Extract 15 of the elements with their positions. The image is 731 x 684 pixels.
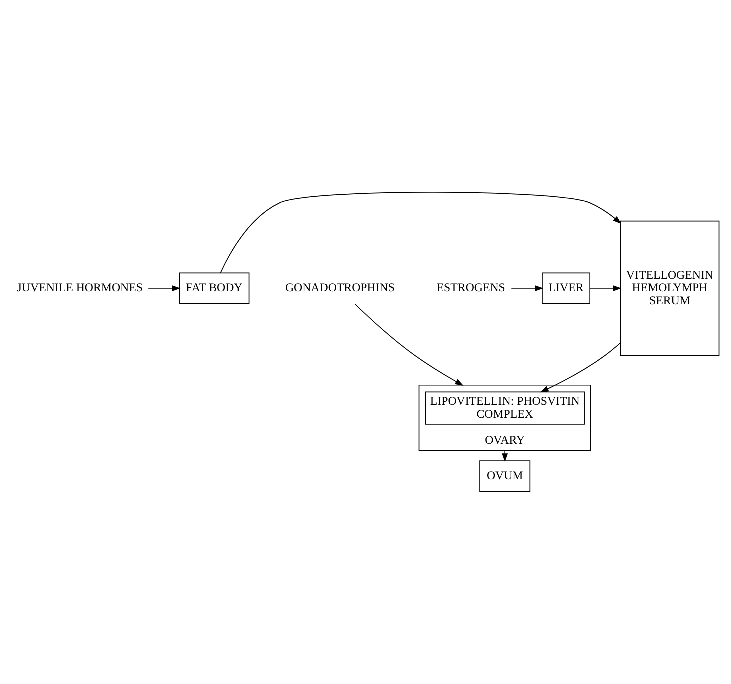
node-box: LIPOVITELLIN: PHOSVITIN COMPLEX: [425, 392, 585, 425]
arrow: [502, 450, 508, 462]
node-text: GONADOTROPHINS: [285, 280, 395, 295]
arrow: [354, 304, 464, 386]
node-text: ESTROGENS: [436, 280, 506, 295]
arrow: [148, 286, 181, 292]
arrow: [220, 192, 622, 274]
node-box: LIVER: [542, 272, 590, 304]
arrow: [511, 286, 544, 292]
arrow: [540, 342, 622, 393]
arrow: [590, 286, 622, 292]
node-box: FAT BODY: [179, 272, 250, 304]
node-box: VITELLOGENIN HEMOLYMPH SERUM: [620, 220, 720, 356]
node-box: OVUM: [480, 460, 531, 492]
node-text: JUVENILE HORMONES: [17, 280, 143, 295]
